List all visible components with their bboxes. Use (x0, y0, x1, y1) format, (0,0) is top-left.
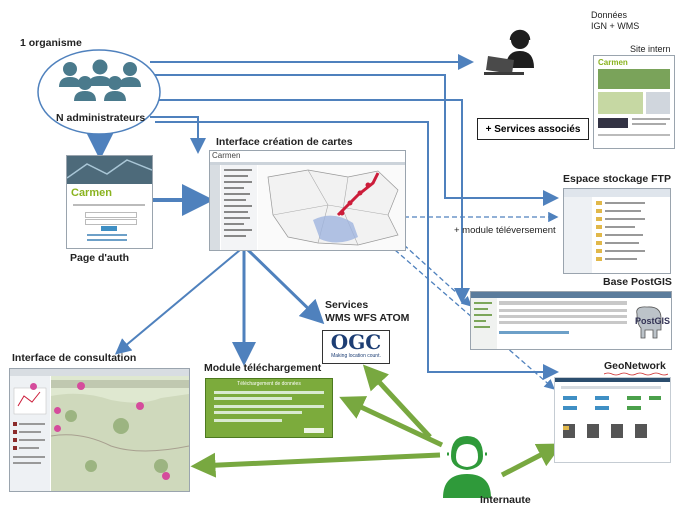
auth-brand: Carmen (71, 187, 112, 199)
ftp-thumbnail (563, 188, 671, 274)
arrow-org-to-geonetwork (155, 121, 559, 380)
services-line2: WMS WFS ATOM (325, 312, 410, 324)
site-thumbnail: Carmen (593, 55, 675, 149)
auth-login-button[interactable] (101, 226, 117, 231)
telechargement-title: Module téléchargement (204, 362, 322, 374)
auth-page-thumbnail: Carmen (66, 155, 153, 249)
consultation-sidebar (10, 376, 50, 491)
consultation-thumbnail (9, 368, 190, 492)
arrow-org-to-postgis (158, 99, 470, 304)
consultation-title: Interface de consultation (12, 352, 137, 364)
donnees-line2: IGN + WMS (591, 21, 640, 31)
creation-brand: Carmen (212, 151, 241, 160)
administrators-group-icon (59, 59, 141, 101)
postgis-thumbnail: PostGIS (470, 291, 672, 350)
telechargement-panel: Téléchargement de données (205, 378, 333, 438)
creation-toolbar (210, 165, 220, 250)
creation-interface-thumbnail: Carmen (209, 150, 406, 251)
auth-password-field[interactable] (85, 219, 137, 225)
org-title: 1 organisme (20, 37, 82, 49)
internaute-icon (443, 436, 491, 498)
green-arrow-to-telechargement (339, 396, 444, 448)
telechargement-panel-header: Téléchargement de données (237, 381, 301, 387)
geonetwork-thumbnail (554, 377, 671, 463)
site-title: Site intern (630, 44, 671, 54)
postgis-title: Base PostGIS (603, 276, 672, 288)
postgis-elephant-icon (636, 306, 662, 339)
ogc-logo-text: OGC (330, 330, 382, 354)
creation-title: Interface création de cartes (216, 136, 353, 148)
ogc-logo: OGC Making location count. (322, 330, 390, 364)
creation-layer-tree (221, 165, 257, 250)
arrow-org-to-creation (150, 116, 206, 154)
dashed-creation-postgis (403, 244, 472, 307)
telechargement-submit-button[interactable] (304, 428, 324, 433)
arrow-creation-to-consultation (114, 249, 241, 355)
administrators-label: N administrateurs (56, 112, 146, 124)
auth-banner (67, 156, 152, 184)
consultation-map (51, 376, 189, 491)
auth-login-field[interactable] (85, 212, 137, 218)
postgis-logo-text: PostGIS (635, 316, 671, 326)
services-associes-box: + Services associés (477, 118, 589, 140)
geonetwork-title: GeoNetwork (604, 360, 666, 372)
auth-title: Page d'auth (70, 252, 130, 264)
donnees-line1: Données (591, 10, 628, 20)
upload-module-note: + module téléversement (454, 225, 556, 236)
ogc-tagline: Making location count. (331, 353, 381, 359)
internaute-title: Internaute (480, 494, 531, 506)
arrow-org-to-ftp (155, 74, 559, 206)
arrow-creation-to-services (246, 248, 325, 325)
site-brand: Carmen (598, 58, 628, 67)
green-arrow-to-geonetwork (500, 443, 563, 478)
green-arrow-to-consultation (190, 452, 441, 478)
services-line1: Services (325, 299, 369, 311)
creation-map (258, 165, 405, 250)
green-arrow-to-services (362, 364, 432, 439)
ftp-title: Espace stockage FTP (563, 173, 671, 185)
support-operator-icon (484, 29, 534, 75)
